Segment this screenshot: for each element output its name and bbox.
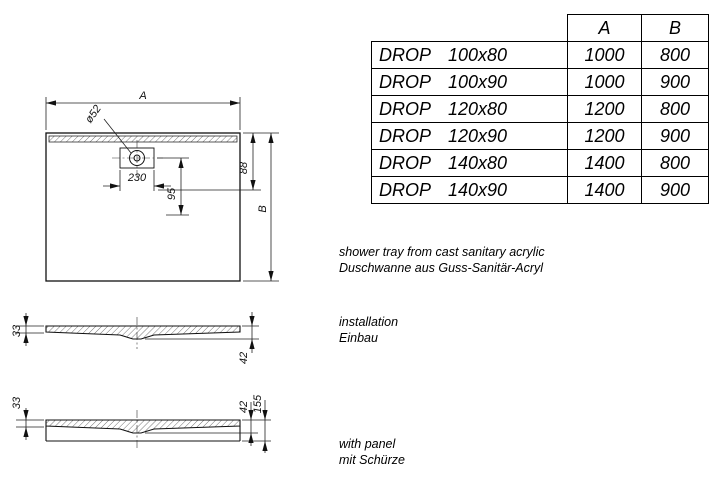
tray-outline	[45, 132, 241, 282]
panel-dimensions	[16, 400, 271, 453]
value-a-cell: 1000	[567, 68, 642, 96]
header-a-cell: A	[567, 14, 642, 42]
section-with-panel: 33 42 155	[11, 394, 271, 453]
drain-centerlines	[112, 140, 163, 177]
dim-drain-diameter-label: ø52	[83, 103, 104, 125]
caption-installation-en: installation	[339, 315, 399, 329]
caption-material-en: shower tray from cast sanitary acrylic	[339, 245, 545, 259]
value-a-cell: 1400	[567, 149, 642, 177]
value-b-cell: 900	[641, 122, 709, 150]
installation-dimensions	[16, 312, 259, 353]
value-b-cell: 900	[641, 68, 709, 96]
value-b-cell: 800	[641, 149, 709, 177]
header-b-cell: B	[641, 14, 709, 42]
value-a-cell: 1200	[567, 122, 642, 150]
dim-230-label: 230	[127, 172, 147, 184]
dim-b-label: B	[257, 205, 269, 212]
plan-view	[45, 132, 241, 282]
section-installation: 33 42	[11, 312, 259, 364]
tray-profile	[45, 325, 241, 340]
caption-installation: installation Einbau	[339, 315, 398, 346]
header-blank-cell	[372, 15, 568, 42]
table-header-row: A B	[372, 14, 709, 42]
dim-95-label: 95	[166, 187, 178, 200]
dim-a-label: A	[138, 90, 146, 102]
value-a-cell: 1200	[567, 95, 642, 123]
caption-panel: with panel mit Schürze	[339, 437, 405, 468]
value-a-cell: 1400	[567, 176, 642, 204]
dim-33-panel-label: 33	[11, 396, 23, 409]
dim-42-install-label: 42	[238, 352, 250, 364]
value-b-cell: 900	[641, 176, 709, 204]
plan-dimensions	[45, 97, 279, 282]
value-b-cell: 800	[641, 95, 709, 123]
value-b-cell: 800	[641, 41, 709, 69]
tray-profile-panel	[45, 419, 241, 434]
caption-material: shower tray from cast sanitary acrylic D…	[339, 245, 545, 276]
caption-panel-de: mit Schürze	[339, 452, 405, 467]
caption-material-de: Duschwanne aus Guss-Sanitär-Acryl	[339, 260, 544, 275]
dim-33-install-label: 33	[11, 324, 23, 337]
panel-skirt	[45, 426, 241, 442]
caption-panel-en: with panel	[339, 437, 396, 451]
channel-strip	[48, 135, 238, 143]
dim-88-label: 88	[238, 161, 250, 174]
value-a-cell: 1000	[567, 41, 642, 69]
caption-installation-de: Einbau	[339, 330, 378, 345]
dim-42-panel-label: 42	[238, 401, 250, 413]
dim-155-panel-label: 155	[252, 394, 264, 413]
